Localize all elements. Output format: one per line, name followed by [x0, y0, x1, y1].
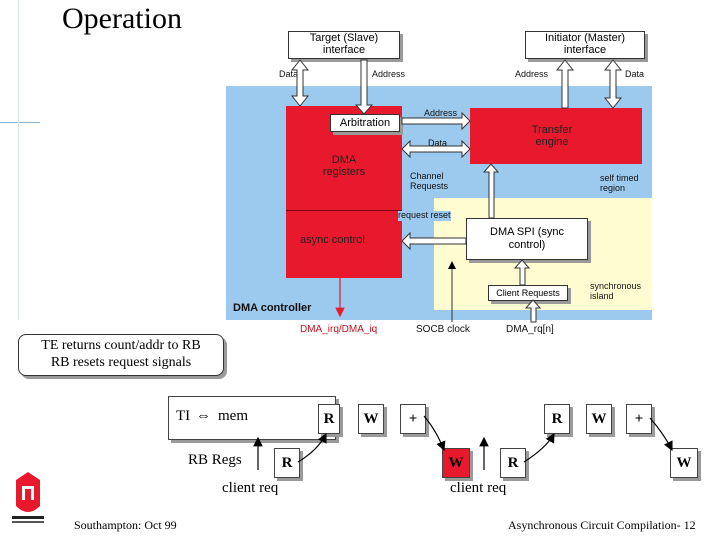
callout-line-1: TE returns count/addr to RB — [41, 338, 201, 354]
timing-cell-bottom-0: R — [274, 448, 300, 478]
dma-rq-arrow — [524, 299, 542, 323]
timing-cell-bottom-3: W — [670, 448, 698, 478]
timing-cell-bottom-1: W — [442, 448, 470, 478]
dma-spi-box: DMA SPI (sync control) — [466, 218, 588, 260]
client-requests-box: Client Requests — [488, 285, 568, 301]
address-mid-arrow — [401, 111, 471, 131]
async-control-label: async control — [300, 234, 365, 246]
data-right-label: Data — [625, 69, 645, 79]
university-crest-icon — [12, 472, 44, 523]
address-right-arrow — [555, 59, 575, 109]
timing-top-panel — [168, 396, 336, 440]
socb-clock-label: SOCB clock — [416, 324, 470, 335]
client-requests-arrow — [513, 259, 531, 286]
timing-cell-bottom-2: R — [500, 448, 526, 478]
self-timed-region-label: self timed region — [600, 173, 639, 193]
callout-line-2: RB resets request signals — [50, 355, 192, 370]
rb-regs-label: RB Regs — [188, 452, 242, 468]
red-block-divider — [286, 210, 402, 211]
arbitration-box: Arbitration — [330, 114, 400, 132]
request-reset-arrow — [401, 231, 467, 251]
data-mid-label: Data — [428, 138, 448, 148]
address-right-label: Address — [515, 69, 549, 79]
ti-label: TI — [176, 408, 191, 424]
transfer-engine-label: Transfer engine — [531, 124, 573, 149]
dma-irq-label: DMA_irq/DMA_iq — [300, 324, 378, 335]
dma-rq-label: DMA_rq[n] — [506, 324, 554, 335]
initiator-interface-box: Initiator (Master) interface — [525, 31, 645, 59]
channel-requests-label: Channel Requests — [410, 171, 449, 191]
timing-cell-top-2: + — [400, 404, 426, 434]
data-right-arrow — [603, 59, 623, 109]
dma-controller-label: DMA controller — [233, 302, 312, 314]
target-interface-label: Target (Slave) interface — [309, 32, 379, 56]
async-control-block — [286, 210, 402, 278]
address-mid-label: Address — [424, 108, 458, 118]
target-interface-box: Target (Slave) interface — [288, 31, 400, 59]
bidir-arrow-icon: ⇔ — [196, 408, 211, 424]
decor-rule-vertical — [18, 0, 19, 320]
transfer-engine-block — [470, 108, 642, 164]
data-mid-arrow — [401, 139, 471, 159]
request-reset-label: request reset — [398, 210, 451, 221]
dma-spi-label: DMA SPI (sync control) — [490, 226, 564, 251]
address-left-label: Address — [372, 69, 406, 79]
slide-title: Operation — [62, 2, 182, 35]
timing-cell-top-5: + — [626, 404, 652, 434]
callout-box: TE returns count/addr to RB RB resets re… — [18, 334, 224, 376]
footer-right: Asynchronous Circuit Compilation- 12 — [508, 518, 696, 532]
synchronous-island-label: synchronous island — [590, 281, 642, 301]
timing-cell-top-1: W — [358, 404, 384, 434]
address-left-arrow — [354, 59, 374, 115]
initiator-interface-label: Initiator (Master) interface — [544, 32, 626, 56]
footer-left: Southampton: Oct 99 — [74, 518, 177, 532]
timing-cell-top-0: R — [318, 404, 340, 434]
channel-requests-arrow — [482, 163, 500, 219]
timing-cell-top-3: R — [544, 404, 570, 434]
data-left-arrow — [290, 59, 310, 107]
mem-label: mem — [218, 408, 248, 424]
client-req-label-2: client req — [450, 480, 507, 496]
decor-rule — [0, 122, 40, 123]
client-req-label-1: client req — [222, 480, 279, 496]
client-requests-label: Client Requests — [496, 288, 560, 298]
timing-cell-top-4: W — [586, 404, 612, 434]
arbitration-label: Arbitration — [339, 117, 391, 129]
dma-registers-label: DMA registers — [322, 154, 366, 179]
data-left-label: Data — [279, 69, 299, 79]
